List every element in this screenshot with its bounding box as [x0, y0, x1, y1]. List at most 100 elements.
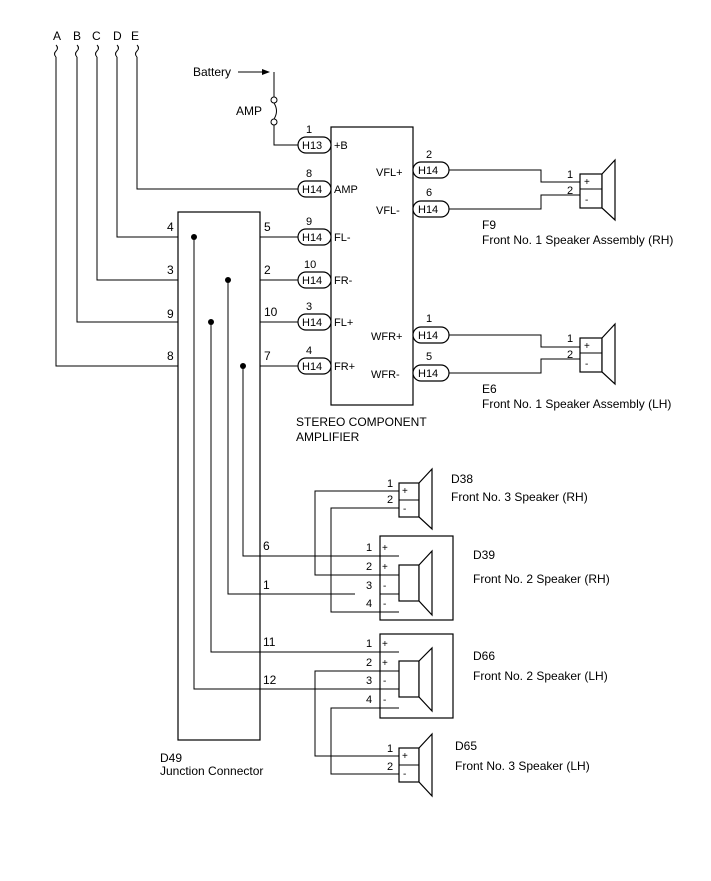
- junction-connector-box: [177, 211, 261, 741]
- junction-name: Junction Connector: [160, 764, 263, 778]
- speaker-d65-plus: +: [402, 751, 408, 762]
- amp-left-label-2: AMP: [334, 184, 358, 196]
- amp-connector-h14-amp: [297, 180, 332, 198]
- speaker-e6: + - 1 2 E6 Front No. 1 Speaker Assembly …: [449, 322, 671, 411]
- speaker-d65: + - 1 2 D65 Front No. 3 Speaker (LH): [387, 732, 590, 798]
- amp-right-pin-num-3: 1: [426, 313, 432, 325]
- amp-right-pin-num-4: 5: [426, 351, 432, 363]
- speaker-d66-pol-4: -: [383, 695, 386, 706]
- speaker-d66-code: D66: [473, 649, 495, 663]
- harness-letter-a: A: [53, 29, 61, 43]
- amp-connector-h13: [297, 136, 332, 154]
- speaker-d66-pol-3: -: [383, 676, 386, 687]
- speaker-e6-minus: -: [585, 359, 588, 370]
- battery-arrow-icon: [262, 69, 270, 75]
- speaker-d39-pin-4: 4: [366, 598, 372, 610]
- amp-right-pin-num-2: 6: [426, 187, 432, 199]
- speaker-f9-pin-2: 2: [567, 185, 573, 197]
- amp-left-conn-5: H14: [302, 317, 322, 329]
- amp-left-conn-3: H14: [302, 232, 322, 244]
- fuse-label: AMP: [236, 104, 262, 118]
- speaker-d66-terminal-block: [398, 660, 420, 698]
- amp-connector-h14-fr-plus: [297, 357, 332, 375]
- speaker-e6-cone-icon: [601, 322, 616, 386]
- amp-left-conn-2: H14: [302, 184, 322, 196]
- speaker-e6-plus: +: [584, 341, 590, 352]
- speaker-e6-pin-2: 2: [567, 349, 573, 361]
- speaker-d66-pin-3: 3: [366, 675, 372, 687]
- harness-letter-c: C: [92, 29, 101, 43]
- amplifier-box: [330, 126, 414, 406]
- speaker-d39-pol-1: +: [382, 543, 388, 554]
- amp-right-pin-num-1: 2: [426, 149, 432, 161]
- speaker-d66-pol-1: +: [382, 639, 388, 650]
- wire-d-fl-minus: [116, 57, 298, 238]
- harness-letter-e: E: [131, 29, 139, 43]
- speaker-d65-minus: -: [403, 769, 406, 780]
- battery-label: Battery: [193, 65, 231, 79]
- speaker-d39: 1 2 3 4 + + - - D39 Front No. 2 Speaker …: [366, 535, 610, 621]
- speaker-f9-name: Front No. 1 Speaker Assembly (RH): [482, 233, 673, 247]
- amp-left-pin-num-6: 4: [306, 345, 312, 357]
- harness-letter-d: D: [113, 29, 122, 43]
- amp-left-conn-4: H14: [302, 275, 322, 287]
- speaker-f9-cone-icon: [601, 158, 616, 222]
- amp-left-pin-num-2: 8: [306, 168, 312, 180]
- amp-right-label-3: WFR+: [371, 331, 402, 343]
- speaker-d38: + - 1 2 D38 Front No. 3 Speaker (RH): [314, 467, 588, 613]
- speaker-d65-pin-2: 2: [387, 761, 393, 773]
- amp-right-conn-2: H14: [418, 204, 438, 216]
- junction-code: D49: [160, 751, 182, 765]
- amp-right-label-4: WFR-: [371, 369, 400, 381]
- amp-left-label-1: +B: [334, 140, 348, 152]
- amplifier-left-connectors: 1 H13 +B 8 H14 AMP 9 H14 FL- 10 H14 FR- …: [297, 124, 358, 375]
- amp-right-label-2: VFL-: [376, 205, 400, 217]
- amp-left-pin-num-4: 10: [304, 259, 316, 271]
- amp-connector-h14-fr-minus: [297, 271, 332, 289]
- speaker-d39-pin-3: 3: [366, 580, 372, 592]
- amplifier-right-connectors: VFL+ 2 H14 VFL- 6 H14 WFR+ 1 H14 WFR- 5 …: [371, 149, 450, 382]
- amplifier-name-line2: AMPLIFIER: [296, 430, 360, 444]
- junction-pin-lower-12: 12: [263, 673, 277, 687]
- amp-connector-h14-fl-plus: [297, 313, 332, 331]
- amp-left-label-6: FR+: [334, 361, 355, 373]
- amp-right-conn-1: H14: [418, 165, 438, 177]
- junction-pin-l2: 3: [167, 263, 174, 277]
- junction-pin-r3: 10: [264, 305, 278, 319]
- speaker-f9-pin-1: 1: [567, 169, 573, 181]
- speaker-d39-terminal-block: [398, 564, 420, 602]
- speaker-d38-code: D38: [451, 472, 473, 486]
- speaker-d65-code: D65: [455, 739, 477, 753]
- junction-pin-l4: 8: [167, 349, 174, 363]
- amp-right-label-1: VFL+: [376, 167, 403, 179]
- battery-feed: Battery AMP: [193, 65, 298, 146]
- amp-right-conn-3: H14: [418, 330, 438, 342]
- speaker-d38-pin-2: 2: [387, 494, 393, 506]
- junction-pin-lower-11: 11: [263, 635, 276, 649]
- fuse-icon: [273, 102, 277, 120]
- speaker-f9-minus: -: [585, 195, 588, 206]
- speaker-f9-code: F9: [482, 218, 496, 232]
- speaker-f9-plus: +: [584, 177, 590, 188]
- speaker-d39-pol-4: -: [383, 599, 386, 610]
- speaker-d38-plus: +: [402, 486, 408, 497]
- junction-pin-l3: 9: [167, 307, 174, 321]
- speaker-d65-cone-icon: [418, 732, 433, 798]
- speaker-d39-name: Front No. 2 Speaker (RH): [473, 572, 610, 586]
- harness-break-marks: [54, 44, 139, 58]
- junction-pin-lower-1: 1: [263, 578, 270, 592]
- amp-connector-h14-fl-minus: [297, 228, 332, 246]
- speaker-d66-pin-4: 4: [366, 694, 372, 706]
- amp-left-label-5: FL+: [334, 317, 353, 329]
- junction-lower-pins: 6 1 11 12: [263, 539, 277, 687]
- speaker-e6-name: Front No. 1 Speaker Assembly (LH): [482, 397, 671, 411]
- junction-pin-lower-6: 6: [263, 539, 270, 553]
- speaker-d38-cone-icon: [418, 467, 433, 531]
- amp-left-pin-num-5: 3: [306, 301, 312, 313]
- amp-right-conn-4: H14: [418, 368, 438, 380]
- speaker-d66: 1 2 3 4 + + - - D66 Front No. 2 Speaker …: [314, 633, 608, 775]
- speaker-d65-pin-1: 1: [387, 743, 393, 755]
- speaker-d66-pin-1: 1: [366, 638, 372, 650]
- amp-left-label-4: FR-: [334, 275, 353, 287]
